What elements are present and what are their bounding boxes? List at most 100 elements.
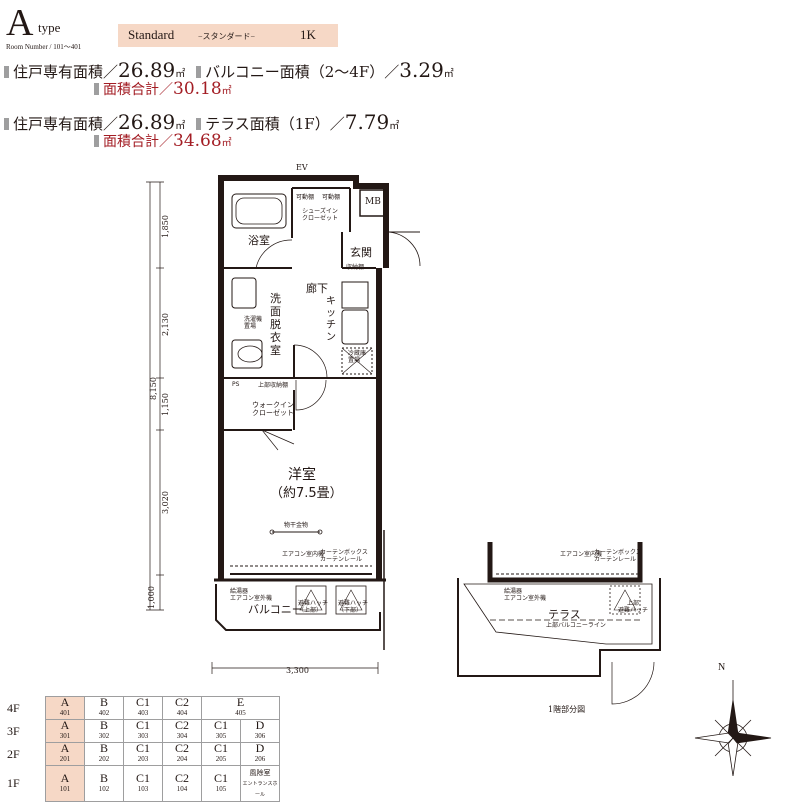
area-marker xyxy=(4,118,9,130)
room-number-value: 103 xyxy=(137,784,149,793)
type-word: type xyxy=(38,20,61,35)
room-number-value: 304 xyxy=(176,732,188,740)
total-area-value: 30.18 xyxy=(173,79,222,99)
room-number-value: 201 xyxy=(59,755,71,763)
shoe-box-label: 収納棚 xyxy=(346,264,365,271)
room-number-value: エントランスホール xyxy=(242,782,278,798)
sink xyxy=(341,309,369,345)
total-area-lower: 面積合計／34.68㎡ xyxy=(94,131,232,151)
floor-label: 1F xyxy=(7,776,20,790)
room-number-value: 204 xyxy=(176,755,188,763)
room-type: C1 xyxy=(135,770,150,785)
western-room-size: （約7.5畳） xyxy=(270,486,343,501)
private-area-label: 住戸専有面積／ xyxy=(13,63,119,81)
room-type: A xyxy=(60,770,70,785)
balcony-label: バルコニー xyxy=(248,603,303,616)
area-marker xyxy=(196,118,202,130)
first-floor-outdoor-unit-label: 給湯器 エアコン室外機 xyxy=(504,588,547,602)
area-unit: ㎡ xyxy=(389,121,400,132)
fridge-label: 冷蔵庫 置場 xyxy=(348,350,367,364)
plan-layout: 1K xyxy=(300,27,316,42)
area-unit: ㎡ xyxy=(175,121,186,132)
entrance-label: 玄関 xyxy=(350,246,372,259)
room-number-value: 404 xyxy=(176,709,188,717)
total-area-label: 面積合計／ xyxy=(103,134,173,150)
hallway-label: 廊下 xyxy=(306,282,328,295)
balcony-area-value: 3.29 xyxy=(399,58,444,82)
private-area-value: 26.89 xyxy=(118,110,176,134)
area-marker xyxy=(196,66,202,78)
room-type: C2 xyxy=(174,695,189,709)
compass-rose xyxy=(694,680,772,777)
dimension-value: 1,850 xyxy=(160,215,170,238)
cabinet-label: 可動棚 xyxy=(296,194,315,201)
exterior-wall xyxy=(218,175,389,268)
room-type: D xyxy=(255,718,265,732)
room-type: B xyxy=(99,718,108,732)
plan-badge: Standard −スタンダード− 1K xyxy=(118,24,338,47)
dimension-value: 3,020 xyxy=(160,491,170,514)
room-number-value: 301 xyxy=(59,732,71,740)
washbasin xyxy=(231,277,257,309)
plan-subtitle: −スタンダード− xyxy=(198,32,256,41)
room-type: C1 xyxy=(213,770,228,785)
first-floor-curtain-label: カーテンボックス カーテンレール xyxy=(594,549,642,563)
room-type: A xyxy=(60,718,70,732)
room-type: C1 xyxy=(213,718,228,732)
balcony-area-label: バルコニー面積（2〜4F）／ xyxy=(205,63,400,81)
hanger-label: 物干金物 xyxy=(284,522,309,529)
room-type: 風除室 xyxy=(249,769,271,777)
room-type: C1 xyxy=(135,741,150,755)
meter-box xyxy=(359,189,385,217)
area-unit: ㎡ xyxy=(175,69,186,80)
room-type: D xyxy=(255,741,265,755)
kitchen-label: キッチン xyxy=(326,296,336,343)
room-type: B xyxy=(99,741,108,755)
room-type: C2 xyxy=(174,718,189,732)
area-marker xyxy=(94,135,99,147)
room-type: B xyxy=(99,770,108,785)
room-type: C2 xyxy=(174,770,189,785)
area-line-upper: 住戸専有面積／26.89㎡ バルコニー面積（2〜4F）／3.29㎡ xyxy=(4,58,454,82)
area-marker xyxy=(4,66,9,78)
plan-name: Standard xyxy=(128,27,175,42)
room-number-value: 302 xyxy=(98,732,110,740)
room-type: B xyxy=(99,695,108,709)
escape-hatch-upper xyxy=(295,585,327,615)
escape-hatch-lower xyxy=(335,585,367,615)
room-number-value: 402 xyxy=(98,709,110,717)
room-number-value: 202 xyxy=(98,755,110,763)
terrace-gate-swing xyxy=(611,661,655,705)
type-letter: A xyxy=(6,2,34,44)
hatch-lower-label: 避難ハッチ （下部） xyxy=(338,600,369,614)
room-type: C1 xyxy=(135,695,150,709)
elevator-label: EV xyxy=(296,163,308,172)
walkin-closet-label: ウォークイン クローゼット xyxy=(252,401,294,417)
bathroom-label: 浴室 xyxy=(248,234,270,247)
private-area-label: 住戸専有面積／ xyxy=(13,115,119,133)
room-number-value: 305 xyxy=(215,732,227,740)
room-type: C1 xyxy=(135,718,150,732)
ps-label: PS xyxy=(232,381,240,388)
first-floor-aircon-label: エアコン室内機 xyxy=(560,551,603,558)
area-marker xyxy=(94,83,99,95)
upper-balcony-line-label: 上部バルコニーライン xyxy=(546,622,606,629)
stove xyxy=(341,281,369,309)
room-number-value: 206 xyxy=(254,755,266,763)
floor-label: 4F xyxy=(7,700,20,715)
room-number-value: 401 xyxy=(59,709,71,717)
